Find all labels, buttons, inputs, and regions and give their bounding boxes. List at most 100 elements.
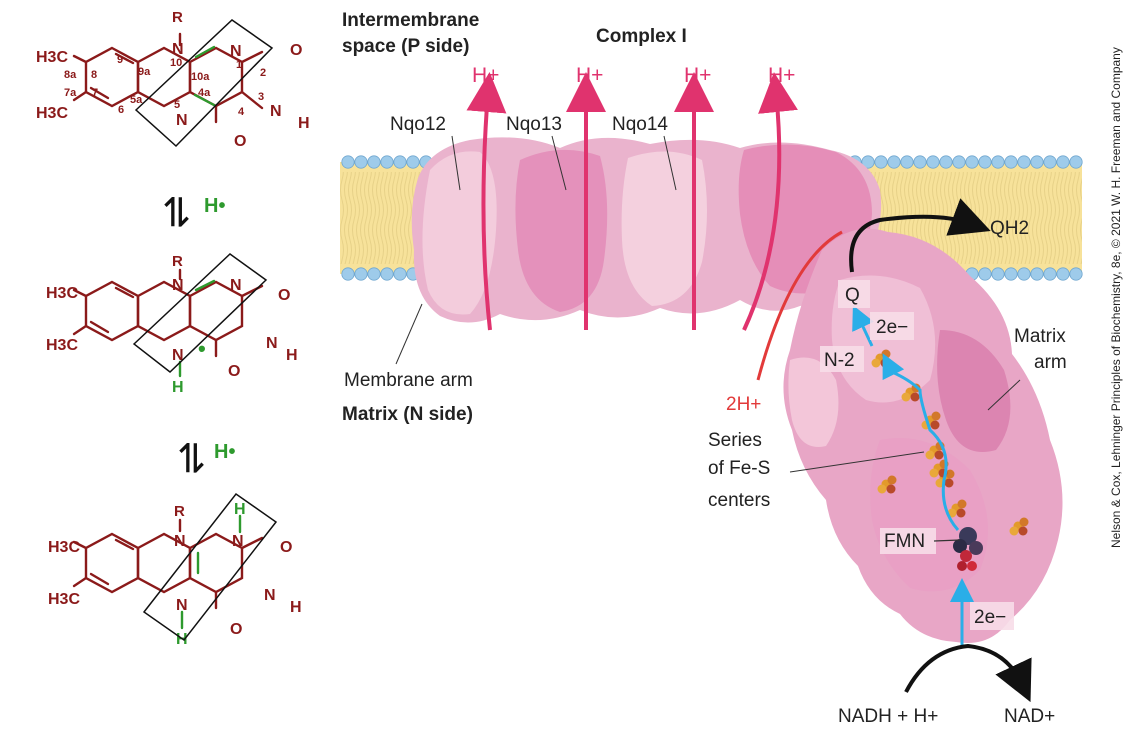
ring-num-10: 10 xyxy=(170,57,182,69)
isoalloxazine-box xyxy=(134,19,274,148)
fe-s-cluster-atom xyxy=(956,508,966,518)
two-e-top-label: 2e− xyxy=(876,317,908,338)
lipid-head xyxy=(367,155,381,169)
nadh-arrow xyxy=(904,643,1032,703)
ring-num-6: 6 xyxy=(118,104,124,116)
intermembrane-label: Intermembrane xyxy=(342,10,479,31)
two-e-bottom-box xyxy=(970,602,1014,630)
two-e-top-box xyxy=(870,312,914,340)
proton-label-2: H+ xyxy=(576,64,603,87)
lipid-head xyxy=(900,155,914,169)
lipid-head xyxy=(926,155,940,169)
flavin-semiquinone: R N N N N O O H H • H3C H3C xyxy=(46,253,298,396)
equilibrium-2: ⇌ H• xyxy=(170,441,235,475)
leader-nqo12 xyxy=(451,135,461,191)
q-box xyxy=(838,280,870,308)
methyl-top: H3C xyxy=(48,539,80,556)
ring-num-9: 9 xyxy=(117,54,123,66)
lipid-head xyxy=(1056,155,1070,169)
n2-box xyxy=(820,346,864,372)
matrix-arm-label-2: arm xyxy=(1034,352,1067,373)
fe-s-cluster-atom xyxy=(1019,517,1029,527)
fe-s-cluster-atom xyxy=(881,349,891,359)
lipid-head xyxy=(874,155,888,169)
fe-s-cluster-atom xyxy=(934,450,944,460)
h-radical-2: H• xyxy=(214,441,235,463)
nadh-label: NADH + H+ xyxy=(838,706,938,727)
leader-nqo14 xyxy=(663,135,677,191)
lipid-head xyxy=(1030,155,1044,169)
lipid-head xyxy=(1043,267,1057,281)
subunit-nqo12: Nqo12 xyxy=(390,114,446,135)
proton-arrow-4 xyxy=(742,72,798,331)
lipid-head xyxy=(939,155,953,169)
fe-s-cluster-atom xyxy=(871,358,881,368)
ring-num-4: 4 xyxy=(238,106,245,118)
fe-s-cluster-atom xyxy=(887,475,897,485)
leader-nqo13 xyxy=(551,135,567,191)
r-group: R xyxy=(172,9,183,26)
lipid-head xyxy=(1017,155,1031,169)
ring-num-7a: 7a xyxy=(64,87,77,99)
n3: N xyxy=(264,587,276,604)
r-group: R xyxy=(172,253,183,270)
electron-path-upper xyxy=(852,305,874,347)
leader-membrane-arm xyxy=(395,303,423,365)
o2: O xyxy=(290,42,302,59)
two-h-label: 2H+ xyxy=(726,394,761,415)
h1: H xyxy=(234,501,246,518)
n3: N xyxy=(266,335,278,352)
n10: N xyxy=(172,41,184,58)
h5: H xyxy=(172,379,184,396)
isoalloxazine-box xyxy=(142,492,278,642)
equilibrium-arrow-1: ⇌ xyxy=(155,195,199,229)
lipid-head xyxy=(354,155,368,169)
lipid-head xyxy=(341,155,355,169)
flavin-structures: R N N N N O O H H3C H3C 8a 8 9 9a 10 10a… xyxy=(36,9,310,648)
fe-s-cluster-atom xyxy=(957,499,967,509)
lipid-head xyxy=(1004,155,1018,169)
flavin-oxidized: R N N N N O O H H3C H3C 8a 8 9 9a 10 10a… xyxy=(36,9,310,150)
lipid-head xyxy=(887,155,901,169)
lipid-head xyxy=(991,267,1005,281)
ring-num-4a: 4a xyxy=(198,87,211,99)
ring-num-5: 5 xyxy=(174,99,180,111)
fes-label-2: of Fe-S xyxy=(708,458,770,479)
complex-title: Complex I xyxy=(596,26,687,47)
radical-dot: • xyxy=(198,336,206,361)
methyl-top: H3C xyxy=(46,285,78,302)
ring-num-5a: 5a xyxy=(130,94,143,106)
lipid-head xyxy=(913,155,927,169)
lipid-head xyxy=(952,155,966,169)
lipid-head xyxy=(1004,267,1018,281)
h3: H xyxy=(290,599,302,616)
matrix-arm-label: Matrix xyxy=(1014,326,1066,347)
subunit-nqo14: Nqo14 xyxy=(612,114,668,135)
n5: N xyxy=(176,112,188,129)
lipid-head xyxy=(1043,155,1057,169)
fmn-label: FMN xyxy=(884,531,925,552)
lipid-head xyxy=(1069,267,1083,281)
r-group: R xyxy=(174,503,185,520)
methyl-bottom: H3C xyxy=(36,105,68,122)
lipid-head xyxy=(406,155,420,169)
proton-label-4: H+ xyxy=(768,64,795,87)
leader-matrix-arm xyxy=(987,379,1021,411)
lipid-head xyxy=(393,155,407,169)
o4: O xyxy=(228,363,240,380)
equilibrium-1: ⇌ H• xyxy=(155,195,225,229)
ring-num-10a: 10a xyxy=(191,71,210,83)
fe-s-cluster-atom xyxy=(929,468,939,478)
matrix-side-label: Matrix (N side) xyxy=(342,404,473,425)
electron-path-middle xyxy=(882,353,960,532)
ring-num-7: 7 xyxy=(92,87,98,99)
lipid-head xyxy=(978,155,992,169)
lipid-head xyxy=(367,267,381,281)
methyl-bottom: H3C xyxy=(48,591,80,608)
membrane-arm-label: Membrane arm xyxy=(344,370,473,391)
o2: O xyxy=(278,287,290,304)
fe-s-cluster-atom xyxy=(931,411,941,421)
proton-label-1: H+ xyxy=(472,64,499,87)
lipid-head xyxy=(965,155,979,169)
lipid-head xyxy=(380,267,394,281)
